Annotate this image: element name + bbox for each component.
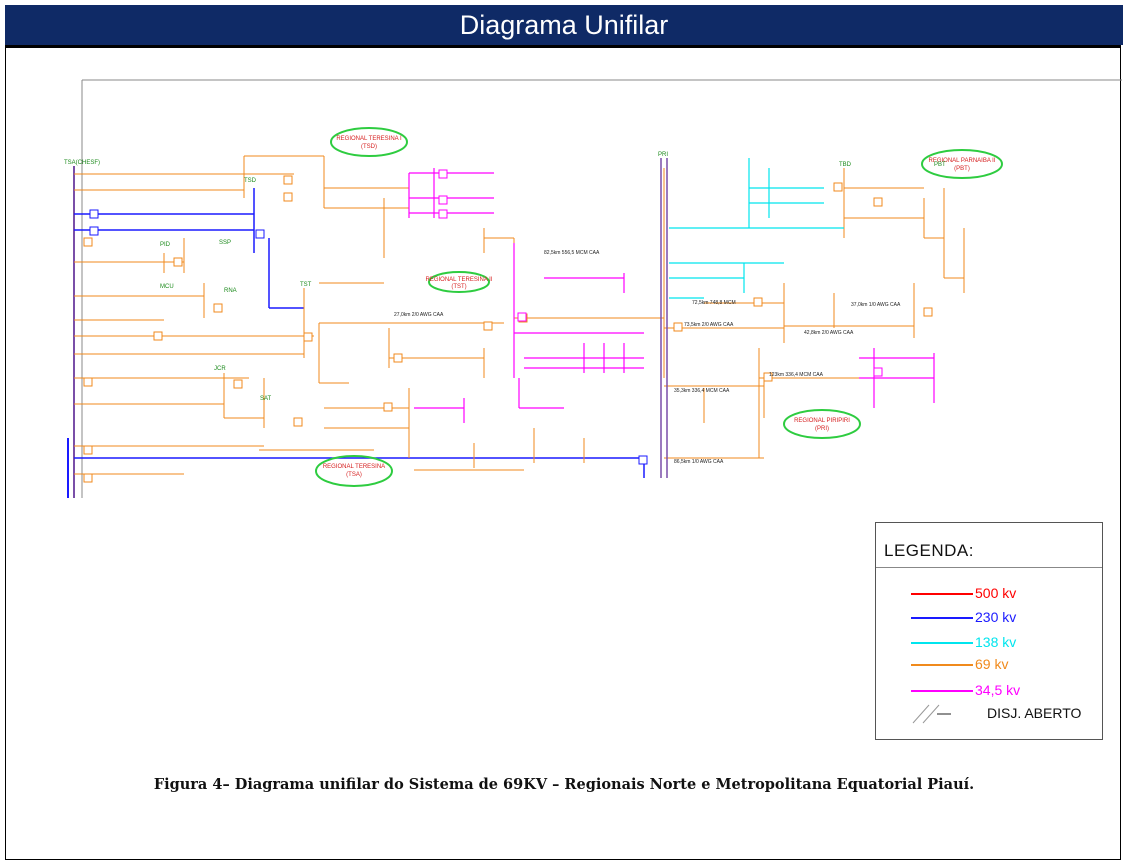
legend-label: 138 kv	[975, 634, 1017, 650]
legend-divider	[876, 567, 1102, 568]
region-pri	[783, 409, 861, 439]
substation-label: SSP	[219, 240, 231, 246]
legend-label: 69 kv	[975, 656, 1009, 672]
legend-label-open-breaker: DISJ. ABERTO	[987, 705, 1082, 721]
figure-frame	[5, 45, 1121, 860]
region-code: (PRI)	[815, 426, 829, 432]
region-pbt	[921, 149, 1003, 179]
legend-item-138kv: 138 kv	[911, 634, 1101, 654]
line-label: 35,3km 336,4 MCM CAA	[674, 388, 730, 394]
region-tsa	[315, 455, 393, 487]
line-label: 42,8km 2/0 AWG CAA	[804, 330, 854, 336]
region-code: (PBT)	[954, 166, 970, 172]
figure-caption: Figura 4– Diagrama unifilar do Sistema d…	[153, 776, 975, 793]
legend-item-230kv: 230 kv	[911, 609, 1101, 629]
region-label: REGIONAL PARNAIBA II	[928, 158, 995, 164]
legend-label: 34,5 kv	[975, 682, 1021, 698]
legend-line-500kv	[911, 593, 973, 595]
region-tsd	[330, 127, 408, 157]
line-label: 27,0km 2/0 AWG CAA	[394, 312, 444, 318]
substation-label: TSA(CHESF)	[64, 160, 100, 166]
region-label: REGIONAL TERESINA I	[336, 136, 402, 142]
substation-label: PRI	[658, 152, 668, 158]
legend-line-34kv	[911, 690, 973, 692]
substation-label: TST	[300, 282, 312, 288]
legend-label: 230 kv	[975, 609, 1017, 625]
substation-label: PID	[160, 242, 171, 248]
legend-line-69kv	[911, 664, 973, 666]
region-label: REGIONAL TERESINA II	[425, 277, 492, 283]
open-breaker-icon	[912, 704, 951, 724]
legend-item-500kv: 500 kv	[911, 585, 1101, 605]
substation-label: SAT	[260, 396, 272, 402]
region-code: (TSD)	[361, 144, 377, 150]
single-line-diagram: REGIONAL TERESINA I (TSD) REGIONAL PARNAI…	[64, 79, 1122, 498]
page-title: Diagrama Unifilar	[5, 5, 1123, 45]
region-label: REGIONAL TERESINA	[323, 464, 385, 470]
substation-label: MCU	[160, 284, 174, 290]
legend-item-open-breaker: DISJ. ABERTO	[911, 704, 1101, 725]
region-code: (TST)	[451, 284, 466, 290]
substation-label: TBD	[839, 162, 852, 168]
legend: LEGENDA: 500 kv 230 kv 138 kv 69 kv 34,5…	[875, 522, 1103, 740]
legend-item-34kv: 34,5 kv	[911, 682, 1101, 702]
region-tst	[428, 271, 490, 293]
line-label: 123km 336,4 MCM CAA	[769, 372, 824, 378]
region-code: (TSA)	[346, 472, 362, 478]
substation-label: PBT	[934, 162, 946, 168]
substation-label: TSD	[244, 178, 257, 184]
substation-label: RNA	[224, 288, 237, 294]
legend-line-230kv	[911, 617, 973, 619]
line-label: 82,5km 556,5 MCM CAA	[544, 250, 600, 256]
line-label: 72,5km 748,8 MCM	[692, 300, 736, 306]
region-label: REGIONAL PIRIPIRI	[794, 418, 850, 424]
line-label: 86,5km 1/0 AWG CAA	[674, 459, 724, 465]
legend-line-138kv	[911, 642, 973, 644]
line-label: 73,5km 2/0 AWG CAA	[684, 322, 734, 328]
legend-label: 500 kv	[975, 585, 1017, 601]
legend-title: LEGENDA:	[884, 541, 974, 560]
line-label: 37,0km 1/0 AWG CAA	[851, 302, 901, 308]
legend-item-69kv: 69 kv	[911, 656, 1101, 676]
substation-label: JCR	[214, 366, 226, 372]
